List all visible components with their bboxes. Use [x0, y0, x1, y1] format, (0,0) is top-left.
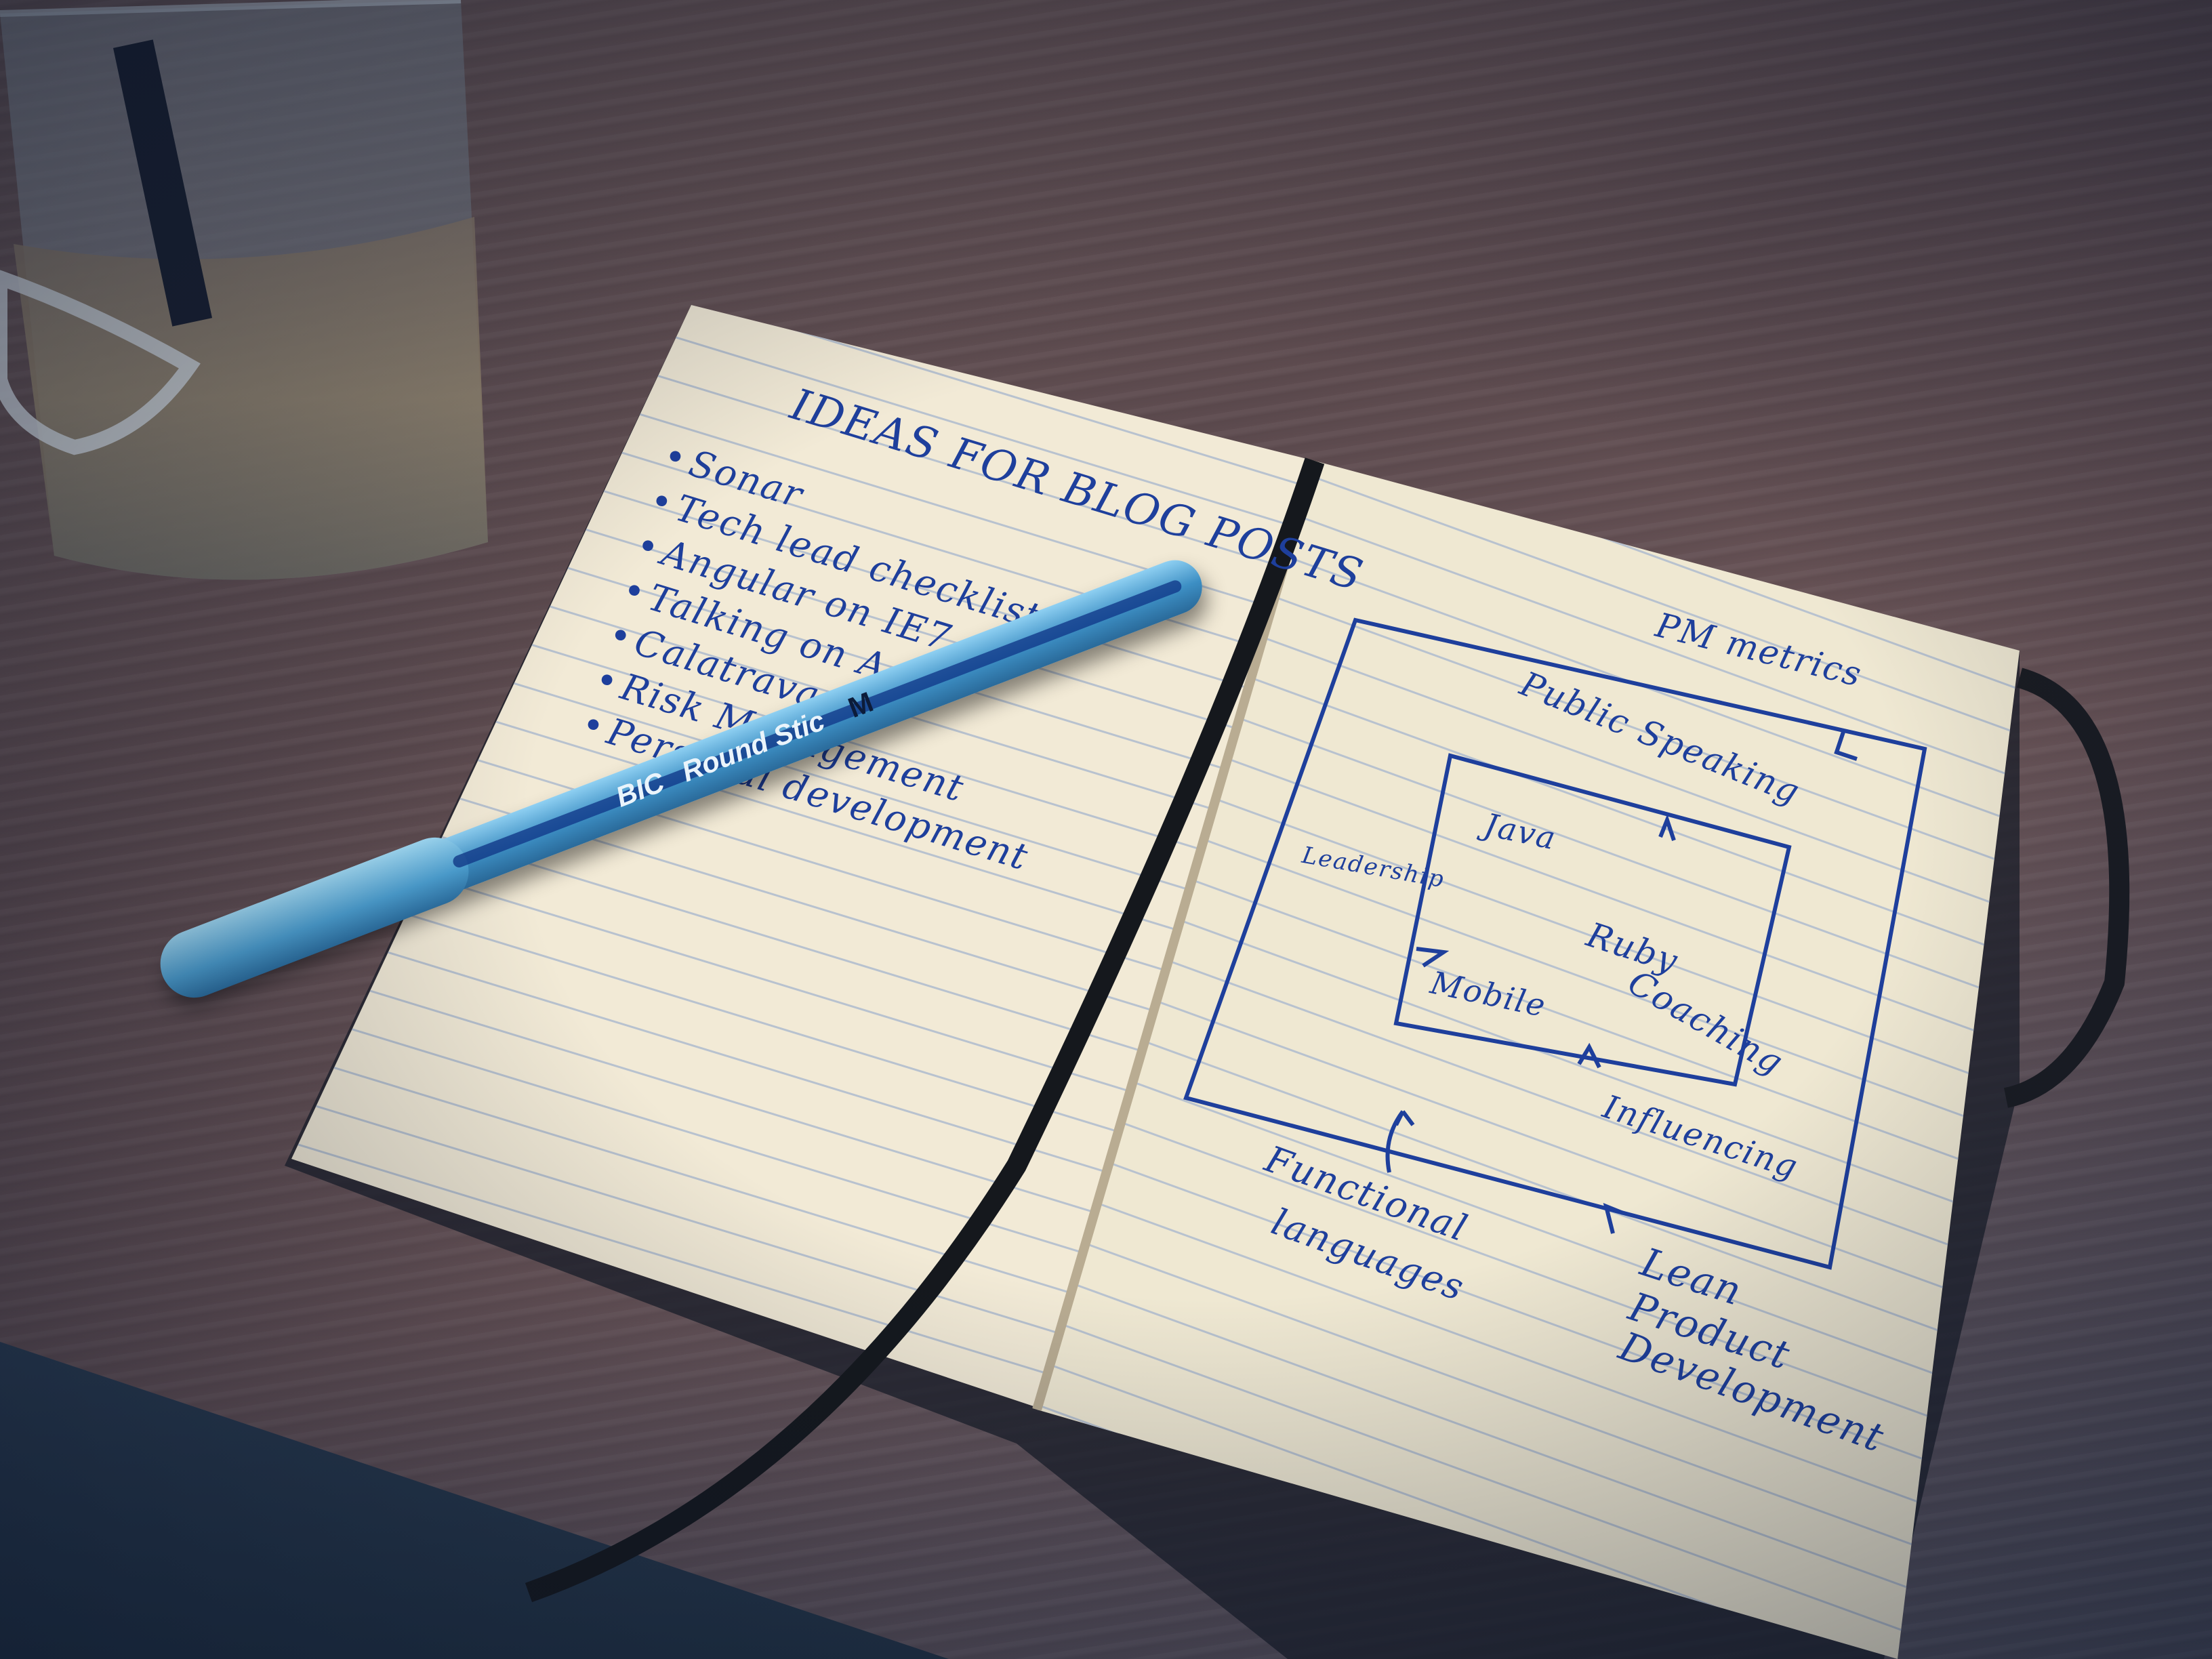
- elastic-band: [2003, 668, 2130, 1108]
